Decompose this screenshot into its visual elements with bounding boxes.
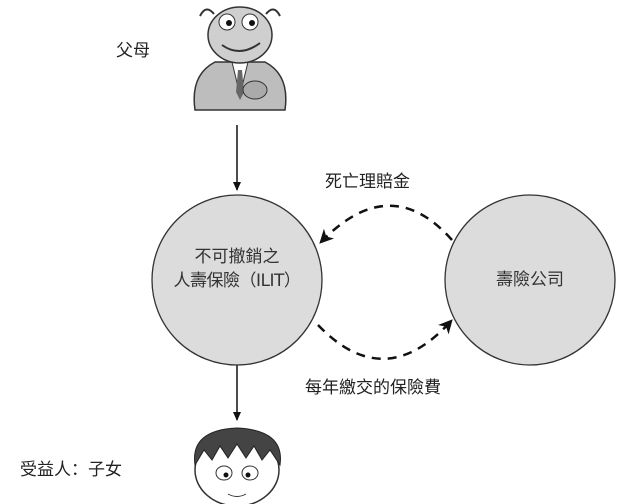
premium-label: 每年繳交的保險費	[305, 378, 441, 398]
parent-illustration	[193, 6, 287, 111]
death-benefit-label: 死亡理賠金	[325, 172, 410, 192]
death-benefit-arrow	[319, 204, 453, 244]
trust-node-line1: 不可撤銷之	[194, 247, 280, 267]
insurer-node-label: 壽險公司	[496, 270, 564, 290]
premium-arrow	[317, 319, 453, 360]
insurer-node-circle	[444, 194, 616, 366]
child-illustration	[194, 427, 281, 504]
parent-label: 父母	[116, 41, 150, 61]
trust-node-circle	[151, 194, 323, 366]
trust-node-line2: 人壽保險（ILIT）	[173, 271, 301, 291]
trust-node-label: 不可撤銷之 人壽保險（ILIT）	[152, 245, 322, 293]
beneficiary-label: 受益人：子女	[20, 460, 122, 480]
